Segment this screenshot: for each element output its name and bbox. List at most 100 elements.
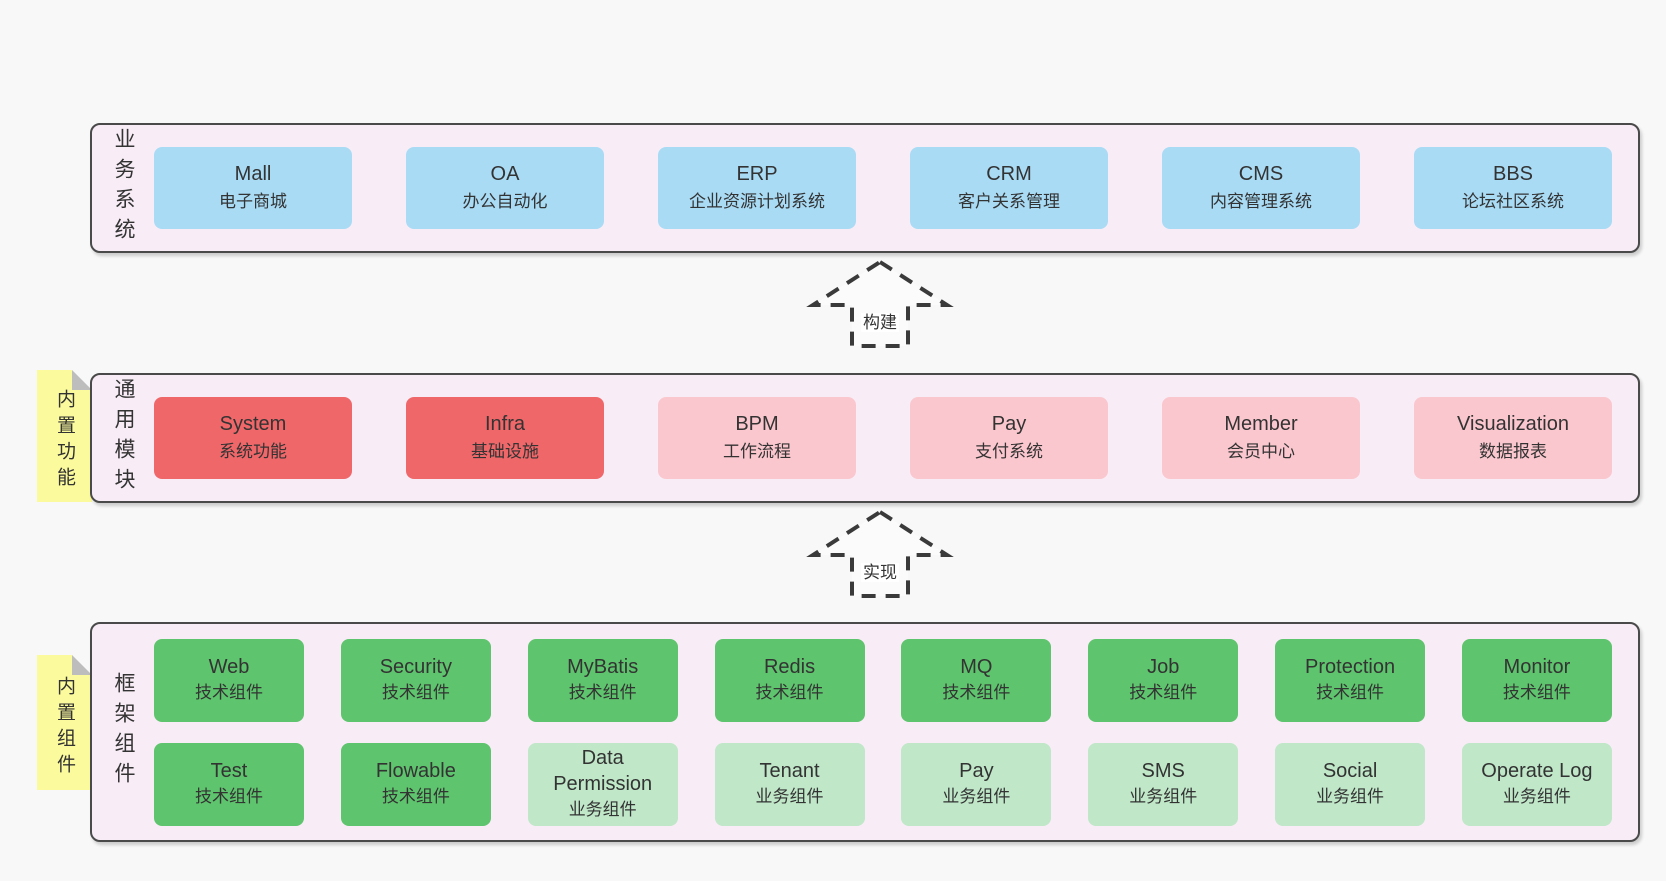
box-desc: 技术组件 xyxy=(1129,683,1198,702)
box-name: Data Permission xyxy=(553,747,653,795)
box-name: System xyxy=(219,413,287,435)
box-name: BBS xyxy=(1492,163,1534,185)
box-member: Member 会员中心 xyxy=(1162,397,1360,479)
box-name: Web xyxy=(208,656,250,678)
box-job: Job 技术组件 xyxy=(1088,638,1239,722)
box-desc: 技术组件 xyxy=(195,683,263,702)
box-mybatis: MyBatis 技术组件 xyxy=(527,638,678,722)
box-desc: 业务组件 xyxy=(1129,787,1198,806)
box-sms: SMS 业务组件 xyxy=(1088,742,1239,826)
box-name: Operate Log xyxy=(1481,760,1593,782)
dashed-up-arrow-icon xyxy=(806,509,954,598)
business-systems-row: Mall 电子商城 OA 办公自动化 ERP 企业资源计划系统 CRM 客户关系… xyxy=(154,125,1612,251)
box-oa: OA 办公自动化 xyxy=(406,147,604,229)
box-name: Redis xyxy=(763,656,816,678)
builtin-features-sticky-label: 内置功能 xyxy=(54,389,75,493)
box-security: Security 技术组件 xyxy=(340,638,491,722)
box-web: Web 技术组件 xyxy=(154,638,304,722)
common-modules-panel: 通用模块 System 系统功能 Infra 基础设施 BPM 工作流程 Pay… xyxy=(90,373,1640,503)
box-desc: 技术组件 xyxy=(381,683,450,702)
box-operate-log: Operate Log 业务组件 xyxy=(1461,742,1612,826)
build-arrow-label: 构建 xyxy=(805,308,955,333)
framework-row-2: Test 技术组件 Flowable 技术组件 Data Permission … xyxy=(154,742,1612,826)
box-name: CMS xyxy=(1238,163,1284,185)
box-name: Security xyxy=(379,656,452,678)
builtin-components-sticky: 内置组件 xyxy=(37,655,92,790)
box-desc: 内容管理系统 xyxy=(1210,192,1312,211)
box-bbs: BBS 论坛社区系统 xyxy=(1414,147,1612,229)
box-name: Tenant xyxy=(759,760,820,782)
box-desc: 会员中心 xyxy=(1227,442,1295,461)
box-desc: 业务组件 xyxy=(755,787,824,806)
business-systems-label: 业务系统 xyxy=(112,128,135,248)
box-name: SMS xyxy=(1141,760,1185,782)
framework-components-label: 框架组件 xyxy=(112,672,135,792)
box-desc: 技术组件 xyxy=(568,683,637,702)
box-mq: MQ 技术组件 xyxy=(901,638,1052,722)
box-desc: 业务组件 xyxy=(942,787,1011,806)
common-modules-row: System 系统功能 Infra 基础设施 BPM 工作流程 Pay 支付系统… xyxy=(154,375,1612,501)
build-arrow: 构建 xyxy=(805,258,955,350)
box-tenant: Tenant 业务组件 xyxy=(714,742,865,826)
box-desc: 办公自动化 xyxy=(462,192,548,211)
box-name: Flowable xyxy=(375,760,456,782)
box-social: Social 业务组件 xyxy=(1275,742,1426,826)
box-pay: Pay 支付系统 xyxy=(910,397,1108,479)
build-arrow-text: 构建 xyxy=(861,313,899,332)
box-desc: 业务组件 xyxy=(1502,787,1571,806)
box-protection: Protection 技术组件 xyxy=(1275,638,1426,722)
box-data-permission: Data Permission 业务组件 xyxy=(527,742,678,826)
box-name: Infra xyxy=(484,413,526,435)
box-pay-biz: Pay 业务组件 xyxy=(901,742,1052,826)
box-desc: 技术组件 xyxy=(381,787,450,806)
common-modules-label: 通用模块 xyxy=(112,378,135,498)
business-systems-panel: 业务系统 Mall 电子商城 OA 办公自动化 ERP 企业资源计划系统 CRM… xyxy=(90,123,1640,253)
box-test: Test 技术组件 xyxy=(154,742,304,826)
box-desc: 数据报表 xyxy=(1479,442,1547,461)
box-name: Job xyxy=(1147,656,1180,678)
box-system: System 系统功能 xyxy=(154,397,352,479)
box-desc: 业务组件 xyxy=(568,800,637,819)
box-cms: CMS 内容管理系统 xyxy=(1162,147,1360,229)
box-name: Monitor xyxy=(1503,656,1571,678)
dashed-up-arrow-icon xyxy=(806,259,954,348)
box-name: Protection xyxy=(1305,656,1396,678)
framework-components-grid: Web 技术组件 Security 技术组件 MyBatis 技术组件 Redi… xyxy=(154,624,1612,840)
box-name: MQ xyxy=(960,656,993,678)
box-desc: 客户关系管理 xyxy=(958,192,1060,211)
box-desc: 技术组件 xyxy=(195,787,263,806)
box-flowable: Flowable 技术组件 xyxy=(340,742,491,826)
box-name: ERP xyxy=(736,163,778,185)
box-visualization: Visualization 数据报表 xyxy=(1414,397,1612,479)
box-desc: 支付系统 xyxy=(975,442,1043,461)
box-name: Visualization xyxy=(1457,413,1569,435)
implement-arrow-text: 实现 xyxy=(861,563,899,582)
box-name: BPM xyxy=(735,413,779,435)
box-bpm: BPM 工作流程 xyxy=(658,397,856,479)
box-desc: 技术组件 xyxy=(755,683,824,702)
implement-arrow-label: 实现 xyxy=(805,558,955,583)
box-name: Mall xyxy=(234,163,272,185)
box-name: Member xyxy=(1224,413,1298,435)
box-monitor: Monitor 技术组件 xyxy=(1461,638,1612,722)
box-desc: 业务组件 xyxy=(1316,787,1385,806)
box-desc: 技术组件 xyxy=(1316,683,1385,702)
box-mall: Mall 电子商城 xyxy=(154,147,352,229)
box-name: Social xyxy=(1322,760,1378,782)
box-desc: 工作流程 xyxy=(723,442,791,461)
box-name: MyBatis xyxy=(567,656,639,678)
box-infra: Infra 基础设施 xyxy=(406,397,604,479)
box-desc: 论坛社区系统 xyxy=(1462,192,1564,211)
framework-components-panel: 框架组件 Web 技术组件 Security 技术组件 MyBatis 技术组件… xyxy=(90,622,1640,842)
box-name: Test xyxy=(210,760,248,782)
box-redis: Redis 技术组件 xyxy=(714,638,865,722)
box-desc: 技术组件 xyxy=(1502,683,1571,702)
builtin-components-sticky-label: 内置组件 xyxy=(54,675,75,780)
box-desc: 技术组件 xyxy=(942,683,1011,702)
box-desc: 系统功能 xyxy=(219,442,287,461)
box-name: Pay xyxy=(991,413,1027,435)
box-name: Pay xyxy=(959,760,994,782)
box-desc: 企业资源计划系统 xyxy=(689,192,825,211)
box-name: CRM xyxy=(986,163,1032,185)
box-name: OA xyxy=(490,163,520,185)
